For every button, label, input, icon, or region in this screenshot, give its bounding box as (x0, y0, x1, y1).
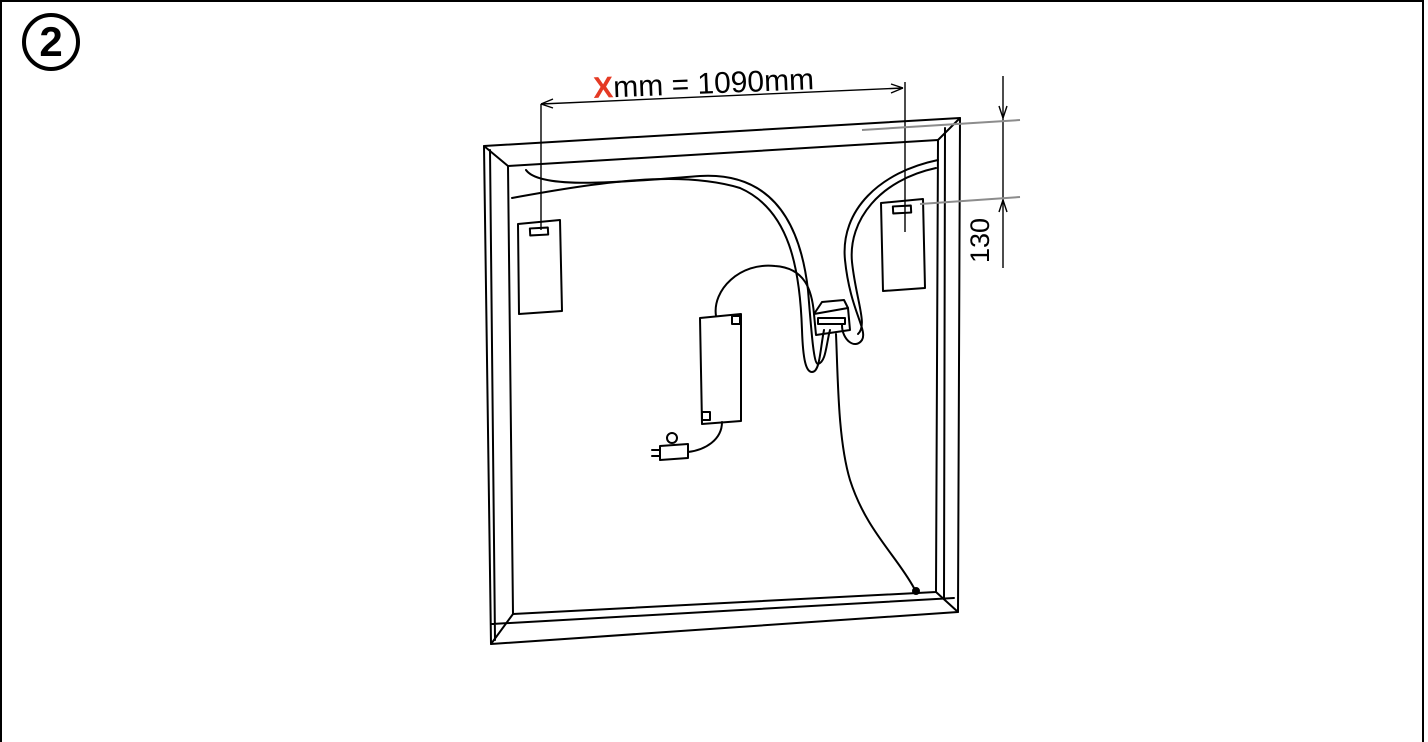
connector-box-top (813, 299, 849, 315)
top-cable-second (525, 169, 831, 365)
power-lead (687, 421, 723, 453)
width-variable: X (592, 71, 614, 106)
right-cable (841, 159, 939, 345)
width-dim-line (540, 87, 904, 105)
power-plug (659, 443, 689, 461)
frame-depth-lines (489, 127, 955, 641)
driver-clip-bottom (701, 411, 711, 421)
height-arrow-bottom (998, 199, 1008, 213)
height-arrow-top (998, 105, 1008, 119)
plug-switch (666, 432, 678, 444)
step-number: 2 (39, 18, 63, 65)
top-cable (511, 178, 825, 373)
slot-reference-guide (919, 196, 1021, 205)
led-driver (699, 313, 742, 425)
bottom-cable (835, 333, 915, 589)
width-arrow-right (890, 83, 904, 94)
driver-cable (714, 264, 815, 317)
mirror-frame-outer (483, 117, 961, 645)
width-value: mm = 1090mm (612, 63, 815, 105)
left-hanger-plate (517, 219, 563, 315)
frame-bevel-lines (483, 117, 961, 645)
driver-clip-top (731, 315, 741, 325)
connector-terminals (817, 317, 846, 325)
mirror-frame-inner (507, 139, 939, 615)
right-cable-inner (850, 167, 937, 335)
bottom-grommet (912, 587, 920, 595)
left-hanger-slot (528, 226, 550, 237)
top-reference-guide (861, 119, 1021, 131)
right-hanger-plate (880, 198, 926, 292)
width-arrow-left (540, 98, 554, 109)
hanger-offset-label: 130 (965, 217, 996, 264)
plug-prongs (651, 449, 661, 457)
step-number-badge: 2 (22, 13, 80, 71)
connector-box (813, 307, 851, 336)
right-hanger-slot (891, 204, 913, 215)
